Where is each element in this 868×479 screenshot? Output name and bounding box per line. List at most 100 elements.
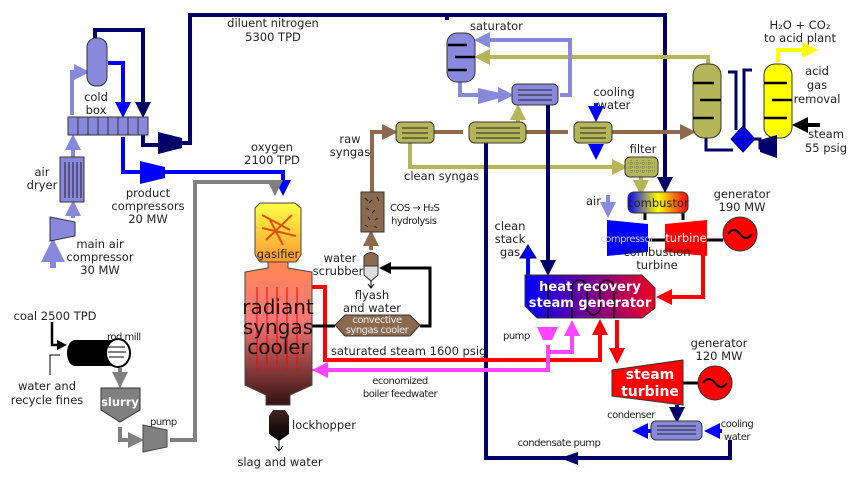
slurry-label: slurry — [101, 395, 139, 409]
gas-turbine[interactable] — [665, 220, 707, 256]
coldbox-oxygen-line — [108, 61, 131, 118]
air-dryer-label: air — [35, 165, 50, 179]
agr-label: acid — [805, 64, 829, 78]
combustor[interactable] — [627, 191, 689, 214]
air-dryer[interactable] — [59, 156, 85, 203]
cold-box-column[interactable] — [86, 37, 108, 87]
hrsg-pump-label: pump — [503, 331, 530, 342]
generator-120-label: generator — [691, 336, 748, 350]
saturator-pump[interactable] — [478, 88, 500, 104]
acid-gas-line — [776, 42, 818, 62]
coal-feed-line — [50, 322, 67, 350]
lean-rich-exchanger[interactable] — [730, 125, 756, 153]
diluent-nitrogen-label: diluent nitrogen — [227, 16, 319, 30]
condenser-label: condenser — [607, 410, 656, 421]
oxygen-line — [121, 137, 283, 188]
acid-gas-stripper[interactable] — [763, 63, 793, 139]
diluent-nitrogen-line — [182, 13, 673, 193]
main-air-compressor[interactable] — [49, 216, 76, 242]
radiant-syngas-cooler[interactable] — [244, 261, 313, 406]
turbine-label: turbine — [665, 231, 706, 245]
combustor-label: combustor — [627, 196, 689, 210]
main-air-compressor-label: main air — [76, 237, 124, 251]
steam-turbine[interactable] — [611, 359, 684, 406]
rod-mill-label: rod mill — [107, 332, 141, 343]
slurry-pump-line — [170, 180, 283, 442]
cold-box-label-2: box — [86, 103, 107, 117]
clean-syngas-label: clean syngas — [404, 169, 479, 183]
slag-outlet-arrow — [274, 441, 284, 452]
convective-syngas-cooler[interactable] — [334, 314, 421, 337]
acid-plant-label: H₂O + CO₂ — [770, 18, 831, 32]
compressor-label: compressor — [600, 234, 655, 245]
convective-link-line — [312, 268, 432, 328]
slurry-tank[interactable] — [100, 387, 141, 423]
rsc-label-1: radiant — [242, 295, 314, 319]
condensate-pump-label: condensate pump — [518, 438, 601, 449]
generator-190-label: generator — [714, 187, 771, 201]
combustion-turbine-label: combustion — [623, 245, 690, 259]
stack-gas-label-3: gas — [500, 245, 520, 259]
cooling-water-label: cooling — [593, 85, 634, 99]
convective-label-2: syngas cooler — [346, 325, 410, 336]
filter-label: filter — [630, 142, 657, 156]
lockhopper[interactable] — [269, 410, 289, 441]
condenser[interactable] — [650, 420, 703, 441]
steam-turbine-label-2: turbine — [621, 384, 679, 400]
rod-mill[interactable] — [67, 338, 131, 368]
slurry-pump[interactable] — [142, 424, 168, 453]
saturator[interactable] — [446, 32, 476, 83]
water-recycle-label: water and — [18, 379, 76, 393]
syngas-hx-1[interactable] — [395, 121, 435, 144]
hrsg-pump[interactable] — [537, 327, 558, 340]
condensate-pump[interactable] — [560, 452, 578, 465]
scrubber-bottom — [363, 265, 379, 282]
acid-plant-label-2: to acid plant — [764, 31, 837, 45]
raw-syngas-line — [370, 124, 398, 192]
hrsg-label-2: steam generator — [529, 296, 652, 311]
scrubber-label-2: scrubber — [313, 264, 364, 278]
raw-syngas-label: raw — [339, 132, 360, 146]
feedwater-label: economized — [372, 376, 428, 387]
scrubber-label: water — [324, 251, 357, 265]
cos-label: COS → H₂S — [390, 203, 439, 214]
air-label: air — [586, 194, 601, 208]
syngas-hx-3[interactable] — [573, 121, 613, 144]
main-air-compressor-power: 30 MW — [80, 263, 120, 277]
stack-gas-label-2: stack — [495, 232, 526, 246]
generator-190-icon — [727, 229, 753, 239]
turbine-exhaust-line — [656, 250, 705, 305]
slag-label: slag and water — [237, 455, 323, 469]
acid-gas-absorber[interactable] — [692, 63, 722, 139]
slurry-to-pump-line — [118, 427, 144, 448]
product-compressor[interactable] — [140, 161, 165, 184]
flyash-arrow — [367, 281, 375, 289]
solvent-pump[interactable] — [760, 135, 777, 158]
steam-55-label-2: 55 psig — [805, 141, 847, 155]
cooling-water-bottom-label-2: water — [724, 432, 751, 443]
rsc-coil — [256, 287, 298, 370]
nitrogen-compressor[interactable] — [158, 132, 182, 154]
saturated-steam-label: saturated steam 1600 psig — [331, 344, 486, 358]
nitrogen-to-compressor-line — [141, 135, 158, 147]
oxygen-label: oxygen — [251, 140, 293, 154]
air-to-coldbox-line — [70, 64, 90, 115]
product-compressors-label-2: compressors — [111, 199, 184, 213]
filter[interactable] — [624, 156, 659, 178]
gas-turbine-compressor[interactable] — [607, 220, 648, 256]
water-recycle-label-2: recycle fines — [11, 393, 84, 407]
gasifier-flame — [261, 214, 297, 246]
syngas-hx-2[interactable] — [468, 121, 527, 144]
clean-syngas-line — [408, 143, 628, 175]
rsc-label-3: cooler — [247, 335, 309, 359]
oxygen-rate: 2100 TPD — [244, 153, 300, 167]
saturator-label: saturator — [470, 19, 523, 33]
generator-120-icon — [702, 378, 728, 388]
saturator-loop-line — [458, 82, 506, 95]
saturator-heat-exchanger[interactable] — [511, 83, 559, 106]
main-heat-exchanger[interactable] — [67, 116, 149, 136]
hrsg[interactable] — [524, 274, 656, 319]
convective-label: convective — [352, 315, 402, 326]
stack-gas-outlet[interactable] — [519, 244, 537, 259]
